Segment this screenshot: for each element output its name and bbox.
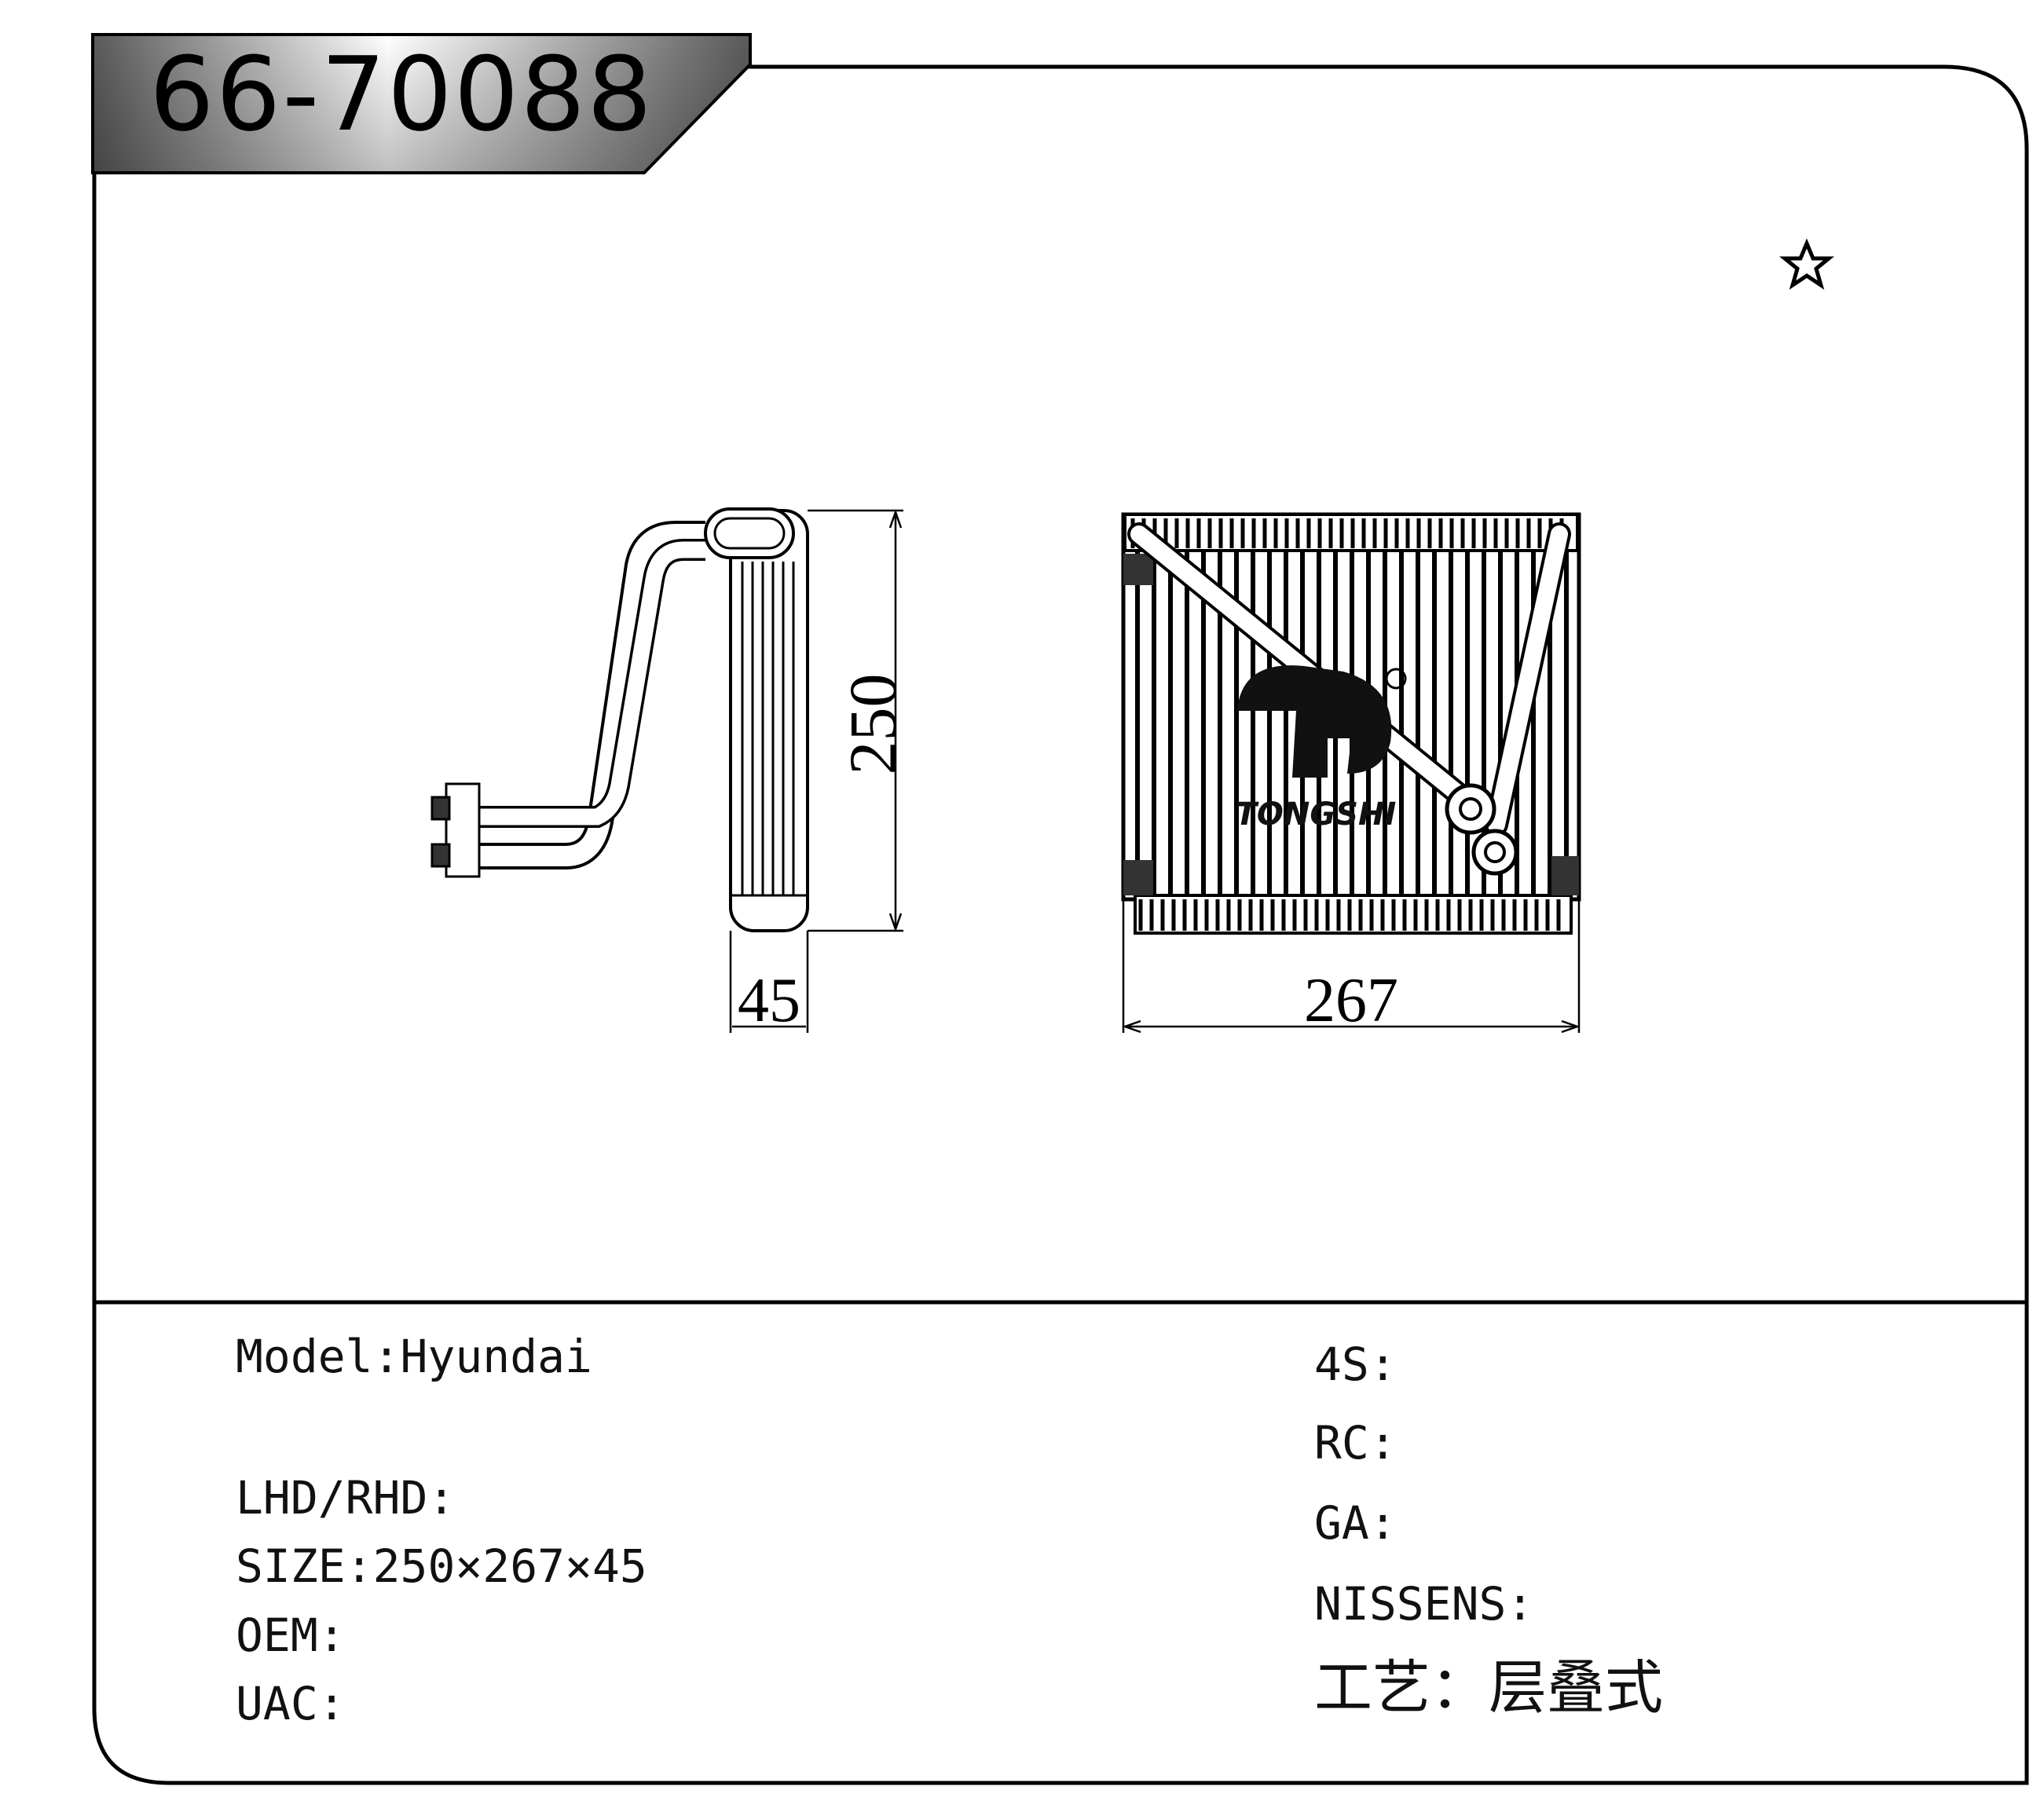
spec-nissens: NISSENS: — [1314, 1577, 1534, 1631]
spec-value: Hyundai — [400, 1330, 592, 1383]
spec-label: OEM — [236, 1609, 318, 1662]
spec-rc: RC: — [1314, 1416, 1397, 1470]
spec-ga: GA: — [1314, 1496, 1397, 1550]
spec-label: SIZE — [236, 1539, 346, 1593]
spec-lhd-rhd: LHD/RHD: — [236, 1471, 456, 1525]
spec-value: 250×267×45 — [372, 1539, 647, 1593]
spec-4s: 4S: — [1314, 1338, 1397, 1391]
spec-label: NISSENS — [1314, 1577, 1507, 1631]
evaporator-front-view: TONGSHI — [1121, 512, 1581, 935]
frame-border — [92, 64, 2029, 1785]
dimension-lines-side — [729, 509, 903, 1033]
spec-label: 工艺 — [1314, 1654, 1430, 1722]
dimension-lines-front — [1122, 899, 1581, 1034]
spec-label: GA — [1314, 1496, 1369, 1550]
star-outline-icon[interactable] — [1778, 238, 1835, 290]
spec-label: 4S — [1314, 1338, 1369, 1391]
spec-process: 工艺：层叠式 — [1314, 1654, 1663, 1722]
spec-label: Model — [236, 1330, 373, 1383]
brand-logo: TONGSHI — [1236, 665, 1407, 833]
dimension-depth: 45 — [738, 966, 800, 1035]
dimension-height: 250 — [835, 674, 910, 775]
spec-label: RC — [1314, 1416, 1369, 1470]
spec-model: Model:Hyundai — [236, 1330, 592, 1383]
spec-label: UAC — [236, 1677, 318, 1730]
spec-value: 层叠式 — [1489, 1654, 1663, 1722]
dimension-width: 267 — [1304, 966, 1398, 1035]
part-number: 66-70088 — [149, 35, 654, 154]
spec-label: LHD/RHD — [236, 1471, 428, 1525]
spec-oem: OEM: — [236, 1609, 346, 1662]
evaporator-side-view — [430, 507, 809, 932]
brand-logo-text: TONGSHI — [1236, 796, 1397, 833]
spec-uac: UAC: — [236, 1677, 346, 1730]
spec-size: SIZE:250×267×45 — [236, 1539, 647, 1593]
